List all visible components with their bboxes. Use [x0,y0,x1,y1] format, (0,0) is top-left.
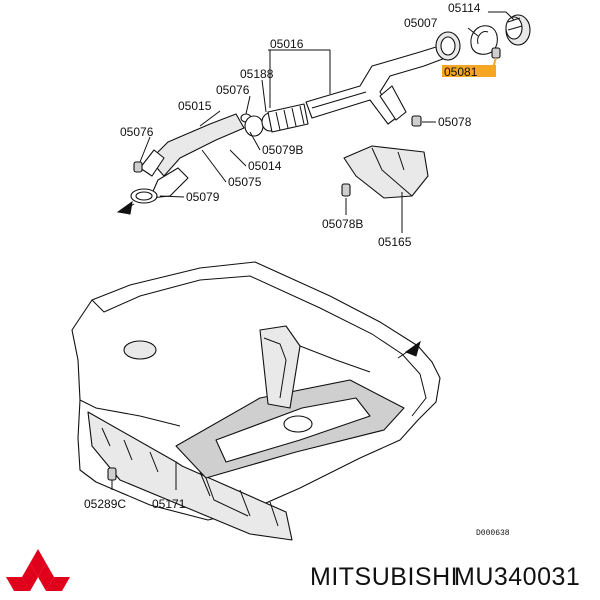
label-05079b: 05079B [262,143,303,157]
mitsubishi-logo-icon [6,549,70,591]
bolt-05078 [411,115,422,127]
footer-part-number: MU340031 [454,563,580,591]
label-05188: 05188 [240,67,274,81]
label-05016: 05016 [270,37,304,51]
label-05078b: 05078B [322,217,363,231]
label-05289c: 05289C [84,497,126,511]
label-05015: 05015 [178,99,212,113]
fuel-tank [71,261,441,541]
label-05171: 05171 [152,497,186,511]
leader-lines [111,11,515,490]
label-05165: 05165 [378,235,412,249]
bolt-05076b [133,161,143,173]
label-05076-upper: 05076 [216,83,250,97]
footer-brand: MITSUBISHI [310,563,458,591]
part-labels: 05114 05007 05081 05016 05188 05076 0501… [84,1,510,538]
label-05081: 05081 [444,65,478,79]
highlight-05081 [442,65,496,77]
bolt-05078b [341,183,351,197]
drawing-code: D000638 [476,529,510,538]
label-05007: 05007 [404,16,438,30]
label-05079: 05079 [186,190,220,204]
label-05078: 05078 [438,115,472,129]
filler-neck-assembly [107,14,531,481]
label-05076-left: 05076 [120,125,154,139]
label-05114: 05114 [448,1,481,15]
bolt-05289c [107,467,117,481]
label-05014: 05014 [248,159,282,173]
label-05075: 05075 [228,175,262,189]
